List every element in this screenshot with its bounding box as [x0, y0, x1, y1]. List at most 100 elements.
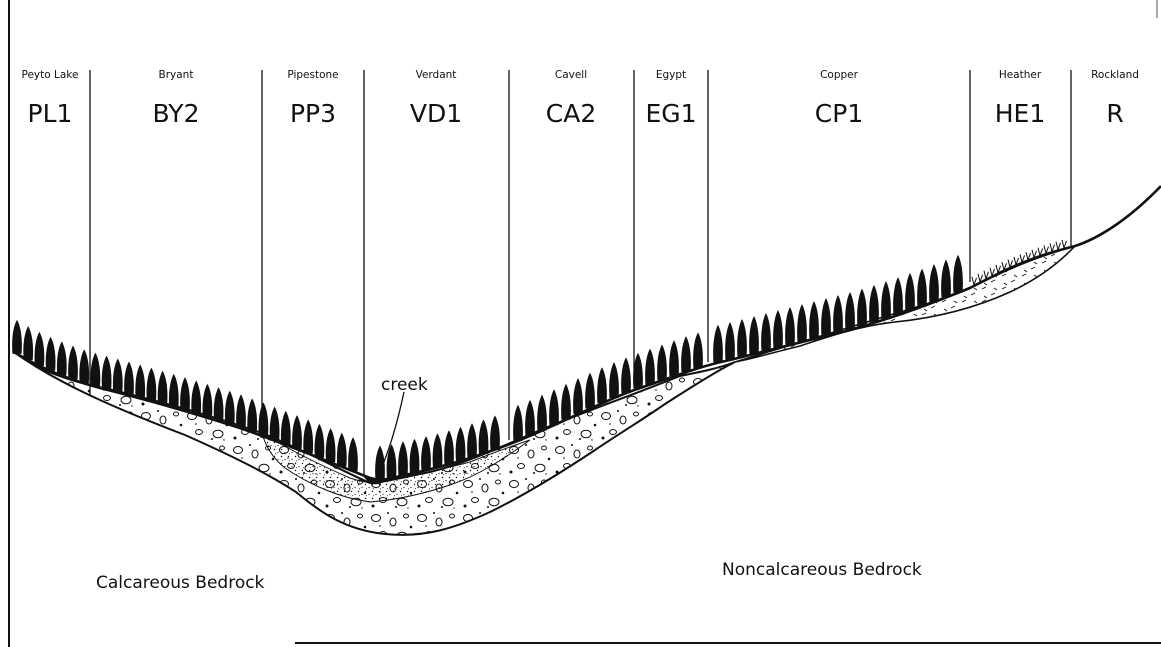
- conifer-tree: [348, 437, 358, 472]
- conifer-tree: [124, 361, 134, 396]
- conifer-tree: [202, 383, 213, 418]
- conifer-tree: [773, 310, 783, 348]
- conifer-tree: [467, 423, 477, 458]
- conifer-tree: [513, 404, 523, 441]
- unit-name-cavell: Cavell: [555, 69, 587, 81]
- heath-tuft: [1043, 245, 1049, 256]
- conifer-tree: [258, 402, 269, 437]
- conifer-tree: [597, 367, 607, 404]
- unit-name-labels: Peyto Lake Bryant Pipestone Verdant Cave…: [22, 69, 1139, 81]
- conifer-tree: [537, 394, 547, 431]
- heath-tuft: [1025, 251, 1031, 262]
- conifer-tree: [857, 288, 867, 327]
- unit-code-eg1: EG1: [645, 99, 696, 128]
- unit-name-bryant: Bryant: [159, 69, 194, 81]
- conifer-tree: [236, 394, 246, 429]
- unit-name-heather: Heather: [999, 69, 1042, 81]
- conifer-tree: [941, 259, 951, 298]
- conifer-tree: [455, 426, 466, 461]
- conifer-tree: [34, 331, 45, 366]
- conifer-tree: [585, 372, 595, 409]
- heath-tuft: [1007, 259, 1013, 270]
- conifer-tree: [681, 336, 691, 373]
- conifer-tree: [213, 387, 224, 422]
- heath-tuft: [1031, 249, 1037, 260]
- conifer-tree: [917, 268, 927, 307]
- conifer-tree: [157, 370, 168, 405]
- conifer-tree: [478, 419, 489, 454]
- conifer-forest: [12, 254, 963, 480]
- conifer-tree: [869, 284, 879, 323]
- unit-code-pl1: PL1: [28, 99, 73, 128]
- conifer-tree: [135, 364, 146, 399]
- conifer-tree: [79, 349, 90, 384]
- conifer-tree: [180, 377, 190, 412]
- conifer-tree: [168, 373, 179, 408]
- unit-dividers: [89, 70, 1072, 475]
- conifer-tree: [421, 436, 431, 471]
- conifer-tree: [953, 254, 963, 293]
- conifer-tree: [23, 326, 34, 361]
- unit-code-ca2: CA2: [546, 99, 596, 128]
- heath-tuft: [1061, 239, 1067, 250]
- conifer-tree: [314, 423, 325, 458]
- ground-surface: [13, 185, 1161, 481]
- conifer-tree: [112, 358, 123, 393]
- creek-channel: [363, 476, 387, 485]
- conifer-tree: [12, 319, 22, 354]
- unit-name-rockland: Rockland: [1091, 69, 1139, 81]
- unit-name-pipestone: Pipestone: [287, 69, 338, 81]
- unit-code-labels: PL1 BY2 PP3 VD1 CA2 EG1 CP1 HE1 R: [28, 99, 1124, 128]
- conifer-tree: [224, 390, 235, 425]
- conifer-tree: [657, 344, 667, 381]
- heath-tuft: [1001, 262, 1007, 272]
- unit-name-egypt: Egypt: [656, 69, 686, 81]
- conifer-tree: [693, 332, 703, 369]
- conifer-tree: [101, 355, 112, 390]
- conifer-tree: [669, 340, 679, 377]
- unit-name-peyto-lake: Peyto Lake: [22, 69, 79, 81]
- heath-tuft: [1049, 243, 1055, 254]
- conifer-tree: [56, 341, 67, 376]
- conifer-tree: [573, 378, 583, 415]
- conifer-tree: [68, 345, 78, 380]
- heath-tuft: [983, 270, 989, 281]
- heath-tuft: [989, 267, 995, 278]
- calcareous-bedrock-label: Calcareous Bedrock: [96, 573, 265, 593]
- unit-name-verdant: Verdant: [416, 69, 457, 81]
- conifer-tree: [146, 367, 157, 402]
- conifer-tree: [749, 316, 759, 354]
- fluvial-sediment-deposit: [261, 431, 531, 503]
- unit-code-r: R: [1106, 99, 1123, 128]
- conifer-tree: [809, 301, 819, 340]
- heath-tuft: [971, 276, 977, 287]
- conifer-tree: [905, 272, 915, 311]
- conifer-tree: [881, 281, 891, 320]
- conifer-tree: [929, 264, 939, 303]
- conifer-tree: [845, 292, 855, 330]
- conifer-tree: [633, 352, 643, 389]
- unit-code-he1: HE1: [995, 99, 1046, 128]
- conifer-tree: [292, 415, 302, 450]
- conifer-tree: [645, 348, 655, 385]
- conifer-tree: [444, 430, 454, 465]
- conifer-tree: [490, 415, 500, 450]
- conifer-tree: [737, 319, 747, 357]
- conifer-tree: [785, 307, 795, 346]
- conifer-tree: [609, 362, 619, 399]
- conifer-tree: [525, 399, 535, 436]
- conifer-tree: [797, 304, 807, 343]
- conifer-tree: [833, 295, 843, 334]
- heath-vegetation: [971, 239, 1067, 287]
- heath-tuft: [995, 264, 1001, 275]
- conifer-tree: [893, 277, 903, 316]
- heath-tuft: [977, 273, 983, 284]
- unit-code-vd1: VD1: [410, 99, 462, 128]
- conifer-tree: [269, 406, 280, 441]
- conifer-tree: [821, 298, 831, 337]
- unit-code-cp1: CP1: [815, 99, 863, 128]
- unit-name-copper: Copper: [820, 69, 859, 81]
- heath-tuft: [1055, 241, 1061, 252]
- heath-tuft: [1037, 247, 1043, 258]
